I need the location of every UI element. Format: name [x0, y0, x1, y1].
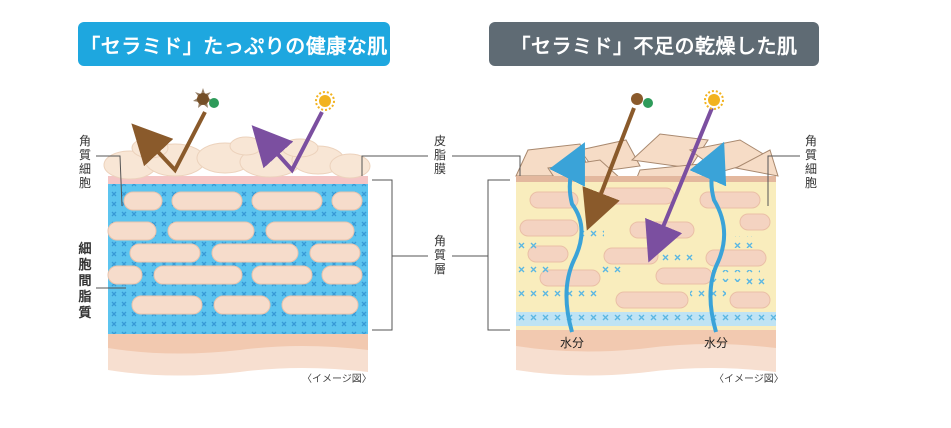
intercellular-lipid-label: 細胞間脂質: [78, 242, 92, 321]
water-escape-arrow-left: [549, 142, 585, 333]
corneocyte-leader: [96, 155, 123, 207]
pollutant-penetrate-arrow: [582, 107, 636, 231]
lower-skin-layer-2: [108, 346, 368, 376]
sun-icon: [704, 90, 724, 110]
pollutant-reflect-arrow: [131, 111, 207, 174]
corneocyte-label-right: 角質細胞: [804, 134, 817, 190]
sebum-leader: [361, 155, 428, 176]
stratum-corneum-label: 角質層: [433, 234, 446, 276]
water-escape-arrow-right: [689, 141, 727, 333]
corneocyte-label-left: 角質細胞: [78, 134, 91, 190]
dry-skin-title: 「セラミド」不足の乾燥した肌: [489, 22, 819, 66]
water-label-right: 水分: [704, 336, 729, 350]
sebum-film-right: [516, 176, 776, 182]
corneocyte-bricks: [107, 191, 363, 315]
sebum-leader-right: [452, 155, 521, 176]
corneocyte-leader-right: [767, 155, 800, 206]
sebum-film: [108, 176, 368, 184]
dry-skin-panel: [452, 90, 800, 376]
skin-surface-bumps: [103, 136, 371, 180]
dry-surface-flakes: [515, 133, 779, 181]
uv-penetrate-arrow: [645, 107, 714, 263]
pollutant-icon: [631, 93, 653, 108]
sebum-film-label: 皮脂膜: [433, 134, 446, 176]
pollutant-icon: [193, 88, 219, 108]
image-note-left: 〈イメージ図〉: [302, 374, 372, 385]
healthy-skin-panel: [96, 88, 428, 376]
healthy-skin-title: 「セラミド」たっぷりの健康な肌: [78, 22, 390, 66]
water-label-left: 水分: [560, 336, 585, 350]
uv-reflect-arrow: [251, 111, 324, 174]
stratum-bracket-left: [372, 179, 428, 331]
sun-icon: [315, 91, 335, 111]
stratum-bracket-right: [452, 179, 510, 331]
image-note-right: 〈イメージ図〉: [714, 374, 784, 385]
